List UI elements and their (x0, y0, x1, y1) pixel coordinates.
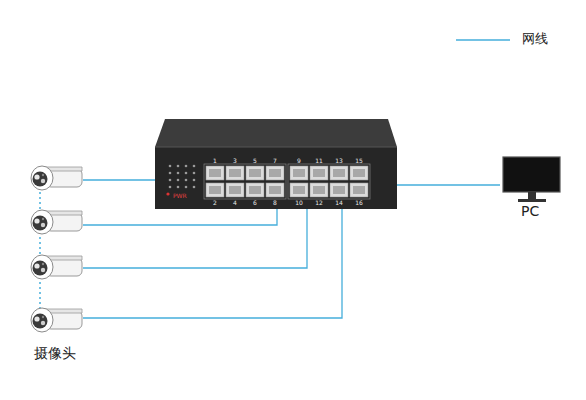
rj45-port (350, 166, 368, 180)
port-number: 6 (253, 200, 257, 207)
rj45-port (246, 166, 264, 180)
rj45-port (350, 183, 368, 197)
switch-top (155, 119, 397, 147)
legend-line-sample (456, 39, 510, 41)
monitor-base (518, 199, 546, 202)
rj45-port (330, 183, 348, 197)
rj45-port (266, 166, 284, 180)
status-led (185, 172, 188, 175)
status-led (177, 165, 180, 168)
rj45-port (226, 183, 244, 197)
port-number: 13 (335, 158, 343, 165)
port-number: 11 (315, 158, 323, 165)
rj45-socket (229, 186, 241, 194)
rj45-socket (209, 186, 221, 194)
port-number: 7 (273, 158, 277, 165)
network-cable (83, 209, 342, 318)
rj45-port (206, 166, 224, 180)
rj45-socket (293, 169, 305, 177)
rj45-socket (313, 169, 325, 177)
rj45-socket (313, 186, 325, 194)
port-number: 5 (253, 158, 257, 165)
network-cable (83, 209, 277, 225)
node-label: PC (521, 204, 539, 219)
status-led (193, 179, 196, 182)
port-number: 8 (273, 200, 277, 207)
status-led (177, 186, 180, 189)
status-led (177, 179, 180, 182)
pc-monitor: PC (500, 156, 564, 222)
switch-edge (155, 147, 397, 148)
rj45-socket (269, 186, 281, 194)
status-led (185, 165, 188, 168)
network-cable (83, 209, 307, 268)
rj45-socket (249, 186, 261, 194)
rj45-socket (293, 186, 305, 194)
rj45-socket (333, 186, 345, 194)
port-number: 9 (297, 158, 301, 165)
camera-group: 摄像头 (25, 160, 83, 365)
port-number: 14 (335, 200, 343, 207)
rj45-port (290, 166, 308, 180)
monitor-stand (528, 192, 536, 199)
rj45-socket (229, 169, 241, 177)
port-number: 15 (355, 158, 363, 165)
status-led (169, 172, 172, 175)
status-led (193, 165, 196, 168)
network-cable (397, 184, 500, 185)
rj45-socket (269, 169, 281, 177)
status-led (177, 172, 180, 175)
port-number: 4 (233, 200, 237, 207)
status-led (169, 186, 172, 189)
port-group (288, 164, 370, 199)
camera-icon (31, 308, 82, 332)
port-number: 10 (295, 200, 303, 207)
camera-icon (31, 255, 82, 279)
rj45-port (266, 183, 284, 197)
port-number: 1 (213, 158, 217, 165)
rj45-port (310, 183, 328, 197)
port-number: 2 (213, 200, 217, 207)
rj45-socket (249, 169, 261, 177)
rj45-socket (353, 186, 365, 194)
rj45-port (310, 166, 328, 180)
camera-icon (31, 166, 82, 190)
camera-icon (31, 210, 82, 234)
monitor-screen (503, 157, 560, 192)
rj45-port (226, 166, 244, 180)
status-led (193, 172, 196, 175)
node-label: PWR (173, 193, 187, 200)
port-number: 16 (355, 200, 363, 207)
switch-ports (166, 164, 370, 199)
rj45-socket (353, 169, 365, 177)
port-number: 12 (315, 200, 323, 207)
rj45-socket (333, 169, 345, 177)
switch-front (155, 147, 397, 209)
network-cable (83, 179, 155, 180)
rj45-port (206, 183, 224, 197)
node-label: 摄像头 (34, 346, 76, 361)
port-number: 3 (233, 158, 237, 165)
status-led (185, 186, 188, 189)
port-group (204, 164, 286, 199)
status-led (169, 165, 172, 168)
power-led (166, 192, 169, 195)
rj45-port (330, 166, 348, 180)
status-led (169, 179, 172, 182)
rj45-port (290, 183, 308, 197)
legend-text: 网线 (522, 32, 548, 46)
status-led (185, 179, 188, 182)
rj45-port (246, 183, 264, 197)
status-led (193, 186, 196, 189)
rj45-socket (209, 169, 221, 177)
